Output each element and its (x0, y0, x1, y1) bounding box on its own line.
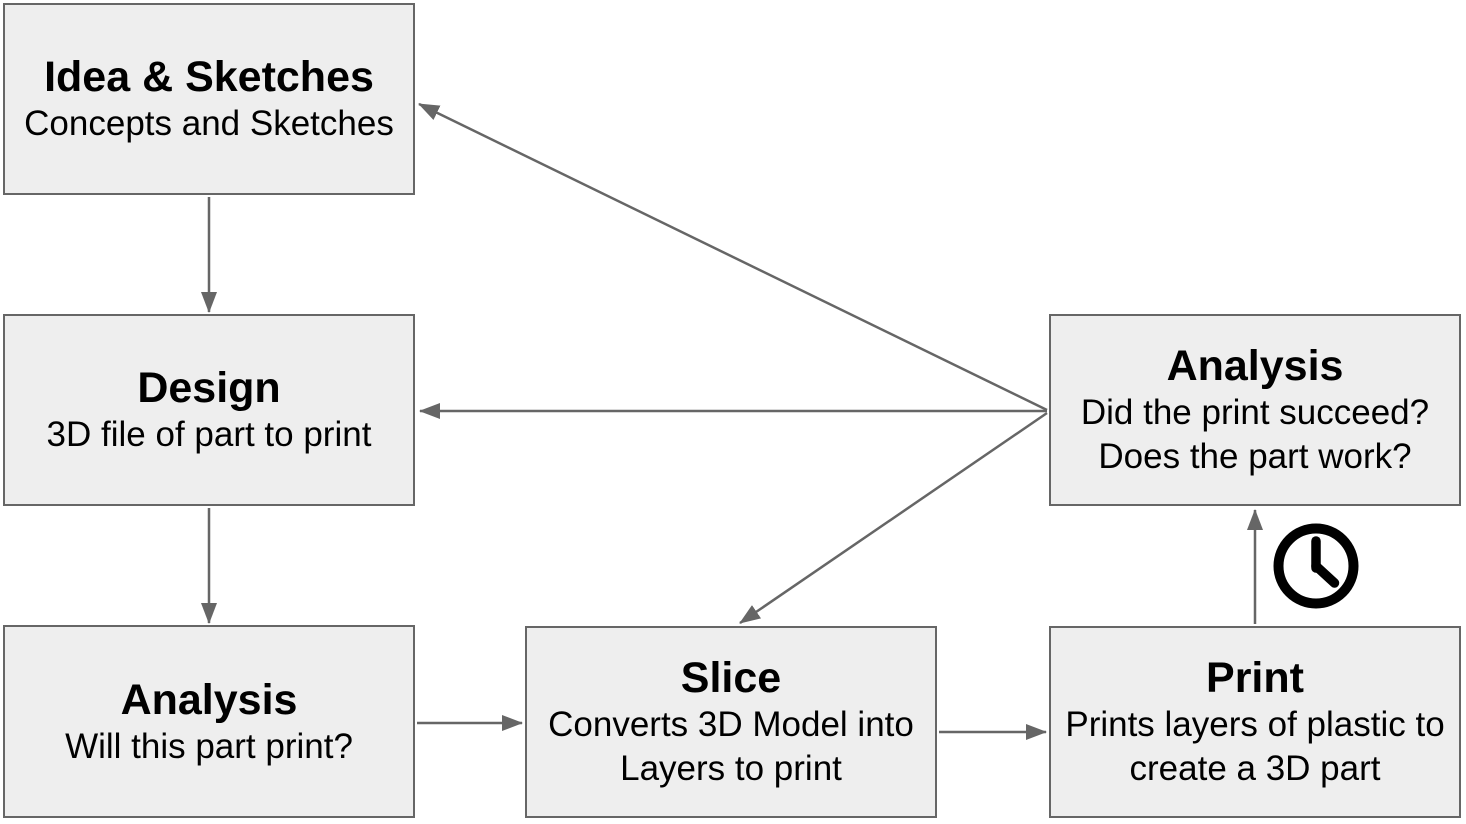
node-idea-desc: Concepts and Sketches (24, 104, 394, 143)
node-idea-title: Idea & Sketches (44, 53, 374, 101)
node-slice-desc-line1: Converts 3D Model into (548, 705, 914, 744)
node-slice-title: Slice (680, 654, 782, 702)
node-design-desc: 3D file of part to print (46, 415, 372, 454)
node-slice-desc-line2: Layers to print (620, 749, 842, 788)
node-print-desc-line2: create a 3D part (1129, 749, 1381, 788)
clock-icon (1273, 523, 1359, 609)
edge-analysis-post-to-idea (418, 102, 1048, 412)
node-slice: Slice Converts 3D Model into Layers to p… (525, 626, 937, 818)
node-analysis-pre-title: Analysis (120, 675, 298, 724)
edge-analysis-post-to-slice (739, 411, 1048, 625)
node-analysis-pre-print: Analysis Will this part print? (3, 625, 415, 818)
node-analysis-post-desc-line2: Does the part work? (1098, 437, 1412, 476)
node-analysis-pre-desc: Will this part print? (65, 726, 353, 766)
node-idea-sketches: Idea & Sketches Concepts and Sketches (3, 3, 415, 195)
node-print-title: Print (1206, 654, 1304, 702)
node-design-title: Design (137, 364, 281, 412)
node-print-desc-line1: Prints layers of plastic to (1065, 705, 1445, 744)
node-print: Print Prints layers of plastic to create… (1049, 626, 1461, 818)
node-analysis-post-title: Analysis (1166, 342, 1344, 390)
node-analysis-post-print: Analysis Did the print succeed? Does the… (1049, 314, 1461, 506)
node-design: Design 3D file of part to print (3, 314, 415, 506)
node-analysis-post-desc-line1: Did the print succeed? (1080, 393, 1430, 432)
